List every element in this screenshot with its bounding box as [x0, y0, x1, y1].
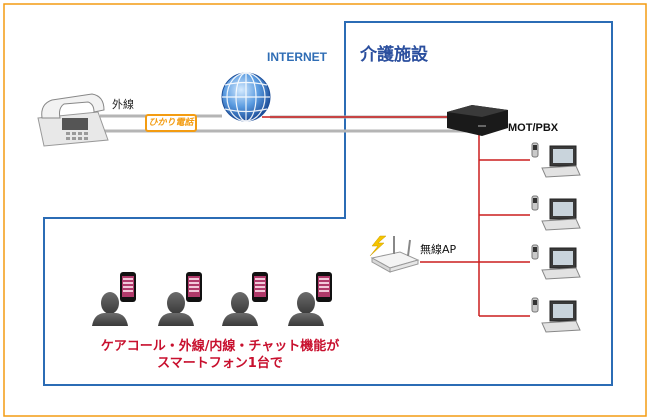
- laptop-icon: [531, 297, 581, 333]
- facility-boundary: [43, 21, 613, 386]
- outside-line-label: 外線: [112, 98, 134, 111]
- caption: ケアコール・外線/内線・チャット機能が スマートフォン1台で: [70, 338, 370, 372]
- office-telephone-icon: [37, 93, 109, 147]
- person-silhouette-icon: [158, 292, 194, 326]
- smartphone-icon: [186, 272, 202, 302]
- hikari-denwa-logo: ひかり電話: [145, 114, 197, 132]
- laptop-icon: [531, 244, 581, 280]
- staff-group: [92, 272, 332, 326]
- person-silhouette-icon: [92, 292, 128, 326]
- internet-label: INTERNET: [267, 50, 327, 64]
- caption-line-1: ケアコール・外線/内線・チャット機能が: [100, 339, 340, 354]
- person-silhouette-icon: [288, 292, 324, 326]
- laptop-group: [531, 142, 581, 333]
- laptop-icon: [531, 195, 581, 231]
- person-silhouette-icon: [222, 292, 258, 326]
- smartphone-icon: [120, 272, 136, 302]
- wireless-ap-icon: [369, 235, 420, 273]
- smartphone-icon: [316, 272, 332, 302]
- lightning-icon: [369, 235, 387, 257]
- smartphone-icon: [252, 272, 268, 302]
- facility-title: 介護施設: [360, 45, 428, 65]
- pbx-label: MOT/PBX: [508, 122, 559, 134]
- laptop-icon: [531, 142, 581, 178]
- caption-line-2: スマートフォン1台で: [157, 356, 283, 371]
- outer-frame: [3, 3, 647, 417]
- extension-lines: [420, 134, 530, 317]
- internet-globe-icon: [221, 72, 271, 122]
- wireless-ap-label: 無線AP: [420, 243, 457, 256]
- pbx-device-icon: [447, 105, 508, 136]
